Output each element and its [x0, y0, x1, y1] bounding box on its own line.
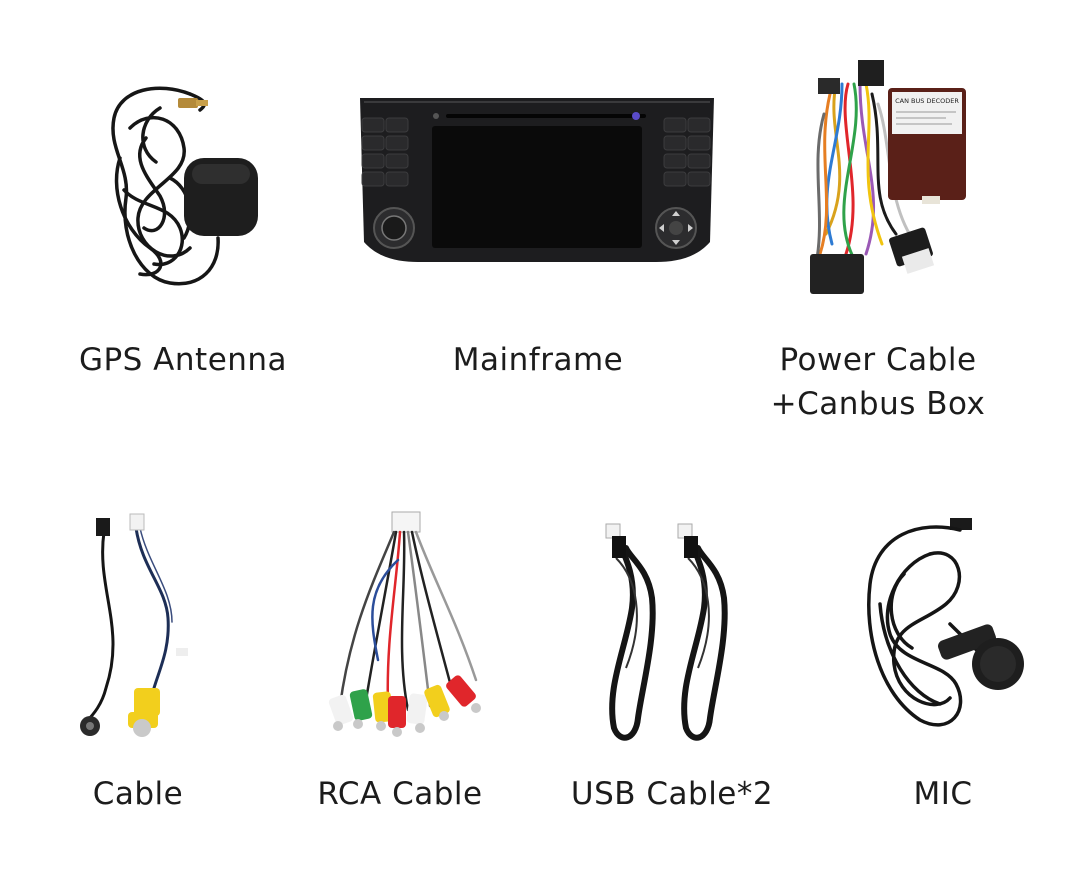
mic-label: MIC — [913, 776, 973, 812]
mainframe-label: Mainframe — [452, 342, 624, 378]
gps-antenna-label: GPS Antenna — [78, 342, 288, 378]
power-cable-label: Power Cable — [779, 342, 977, 378]
cable-image — [76, 508, 206, 740]
usb-cable-label: USB Cable*2 — [570, 776, 774, 812]
rca-cable-label: RCA Cable — [317, 776, 483, 812]
mic-image — [860, 514, 1036, 734]
power-cable-canbus-image: CAN BUS DECODER — [796, 54, 976, 300]
rca-cable-image — [326, 510, 496, 746]
canbus-box-label: +Canbus Box — [770, 386, 986, 422]
gps-antenna-image — [100, 78, 270, 298]
cable-label: Cable — [92, 776, 184, 812]
mainframe-image — [356, 92, 718, 264]
usb-cable-image — [596, 518, 750, 750]
canbus-box-text: CAN BUS DECODER — [895, 97, 959, 105]
